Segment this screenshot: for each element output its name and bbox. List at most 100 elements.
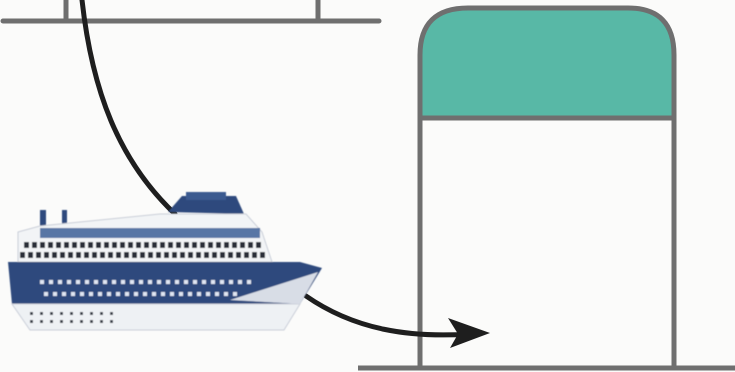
ship-window <box>60 252 65 258</box>
ship-window <box>164 252 169 258</box>
ship-window <box>58 280 62 284</box>
ship-window <box>90 320 93 323</box>
ship-window <box>30 312 33 315</box>
ship-window <box>72 242 77 248</box>
ship-window <box>176 242 181 248</box>
ship-window <box>76 280 80 284</box>
ship-window <box>143 292 147 296</box>
ship-window <box>110 312 113 315</box>
ship-window <box>136 242 141 248</box>
ship-window <box>44 292 48 296</box>
ship-window <box>200 242 205 248</box>
ship-window <box>48 242 53 248</box>
ship-mast-left-2 <box>62 210 67 230</box>
ship-window <box>36 252 41 258</box>
ship-window <box>208 242 213 248</box>
ship-window <box>56 242 61 248</box>
arrow-head <box>448 318 490 348</box>
ship-window <box>220 280 224 284</box>
ship-window <box>116 252 121 258</box>
ship-window <box>256 242 261 248</box>
ship-window <box>85 280 89 284</box>
ship-window <box>92 252 97 258</box>
ship-window <box>100 252 105 258</box>
ship-window <box>232 242 237 248</box>
ship-window <box>244 252 249 258</box>
ship-window <box>80 242 85 248</box>
ship-window <box>76 252 81 258</box>
ship-window <box>188 292 192 296</box>
ship-funnel <box>168 196 244 214</box>
ship-funnel-top <box>186 192 226 200</box>
ship-window <box>184 280 188 284</box>
ship-window <box>32 242 37 248</box>
ship-window <box>228 252 233 258</box>
ship-window <box>80 292 84 296</box>
ship-window <box>62 292 66 296</box>
ship-window <box>152 242 157 248</box>
ship-window <box>188 252 193 258</box>
ship-window <box>175 280 179 284</box>
ship-window <box>172 252 177 258</box>
ship-window <box>132 252 137 258</box>
ship-window <box>103 280 107 284</box>
ship-window <box>71 292 75 296</box>
ship-window <box>44 252 49 258</box>
ship-hull-white <box>11 303 301 331</box>
ship-window <box>121 280 125 284</box>
ship-windows <box>20 242 265 323</box>
outgoing-path <box>303 293 473 338</box>
ship-window <box>30 320 33 323</box>
ship-window <box>134 292 138 296</box>
ship-window <box>148 252 153 258</box>
ship-window <box>50 312 53 315</box>
upper-structure <box>0 0 382 24</box>
arrow-right-icon <box>303 293 490 348</box>
ship-window <box>116 292 120 296</box>
ship-window <box>166 280 170 284</box>
ship-window <box>157 280 161 284</box>
ship-upper-deck-band <box>40 228 260 238</box>
ship-window <box>248 242 253 248</box>
ship-window <box>108 252 113 258</box>
ship-window <box>180 252 185 258</box>
ship-window <box>49 280 53 284</box>
ship-window <box>70 320 73 323</box>
ship-window <box>224 292 228 296</box>
ship-window <box>60 320 63 323</box>
ship-window <box>40 320 43 323</box>
ship-window <box>140 252 145 258</box>
ship-window <box>68 252 73 258</box>
ship-window <box>152 292 156 296</box>
ship-window <box>80 320 83 323</box>
ship-window <box>60 312 63 315</box>
ship-window <box>107 292 111 296</box>
ship-window <box>94 280 98 284</box>
ship-window <box>148 280 152 284</box>
ship-window <box>20 252 25 258</box>
ship-window <box>88 242 93 248</box>
ship-window <box>139 280 143 284</box>
ship-window <box>236 252 241 258</box>
ship-window <box>252 252 257 258</box>
ship-window <box>211 280 215 284</box>
building-roof <box>417 5 677 121</box>
ship-window <box>24 242 29 248</box>
ship-window <box>233 292 237 296</box>
ship-mast-left <box>40 210 46 230</box>
ship-window <box>80 312 83 315</box>
ship-window <box>260 252 265 258</box>
ship-window <box>128 242 133 248</box>
ship-window <box>224 242 229 248</box>
ship-window <box>160 242 165 248</box>
ship-window <box>193 280 197 284</box>
ship-window <box>247 280 251 284</box>
ship-window <box>202 280 206 284</box>
ship-window <box>130 280 134 284</box>
ship-window <box>179 292 183 296</box>
ship-window <box>229 280 233 284</box>
ship-window <box>120 242 125 248</box>
ship-window <box>240 242 245 248</box>
